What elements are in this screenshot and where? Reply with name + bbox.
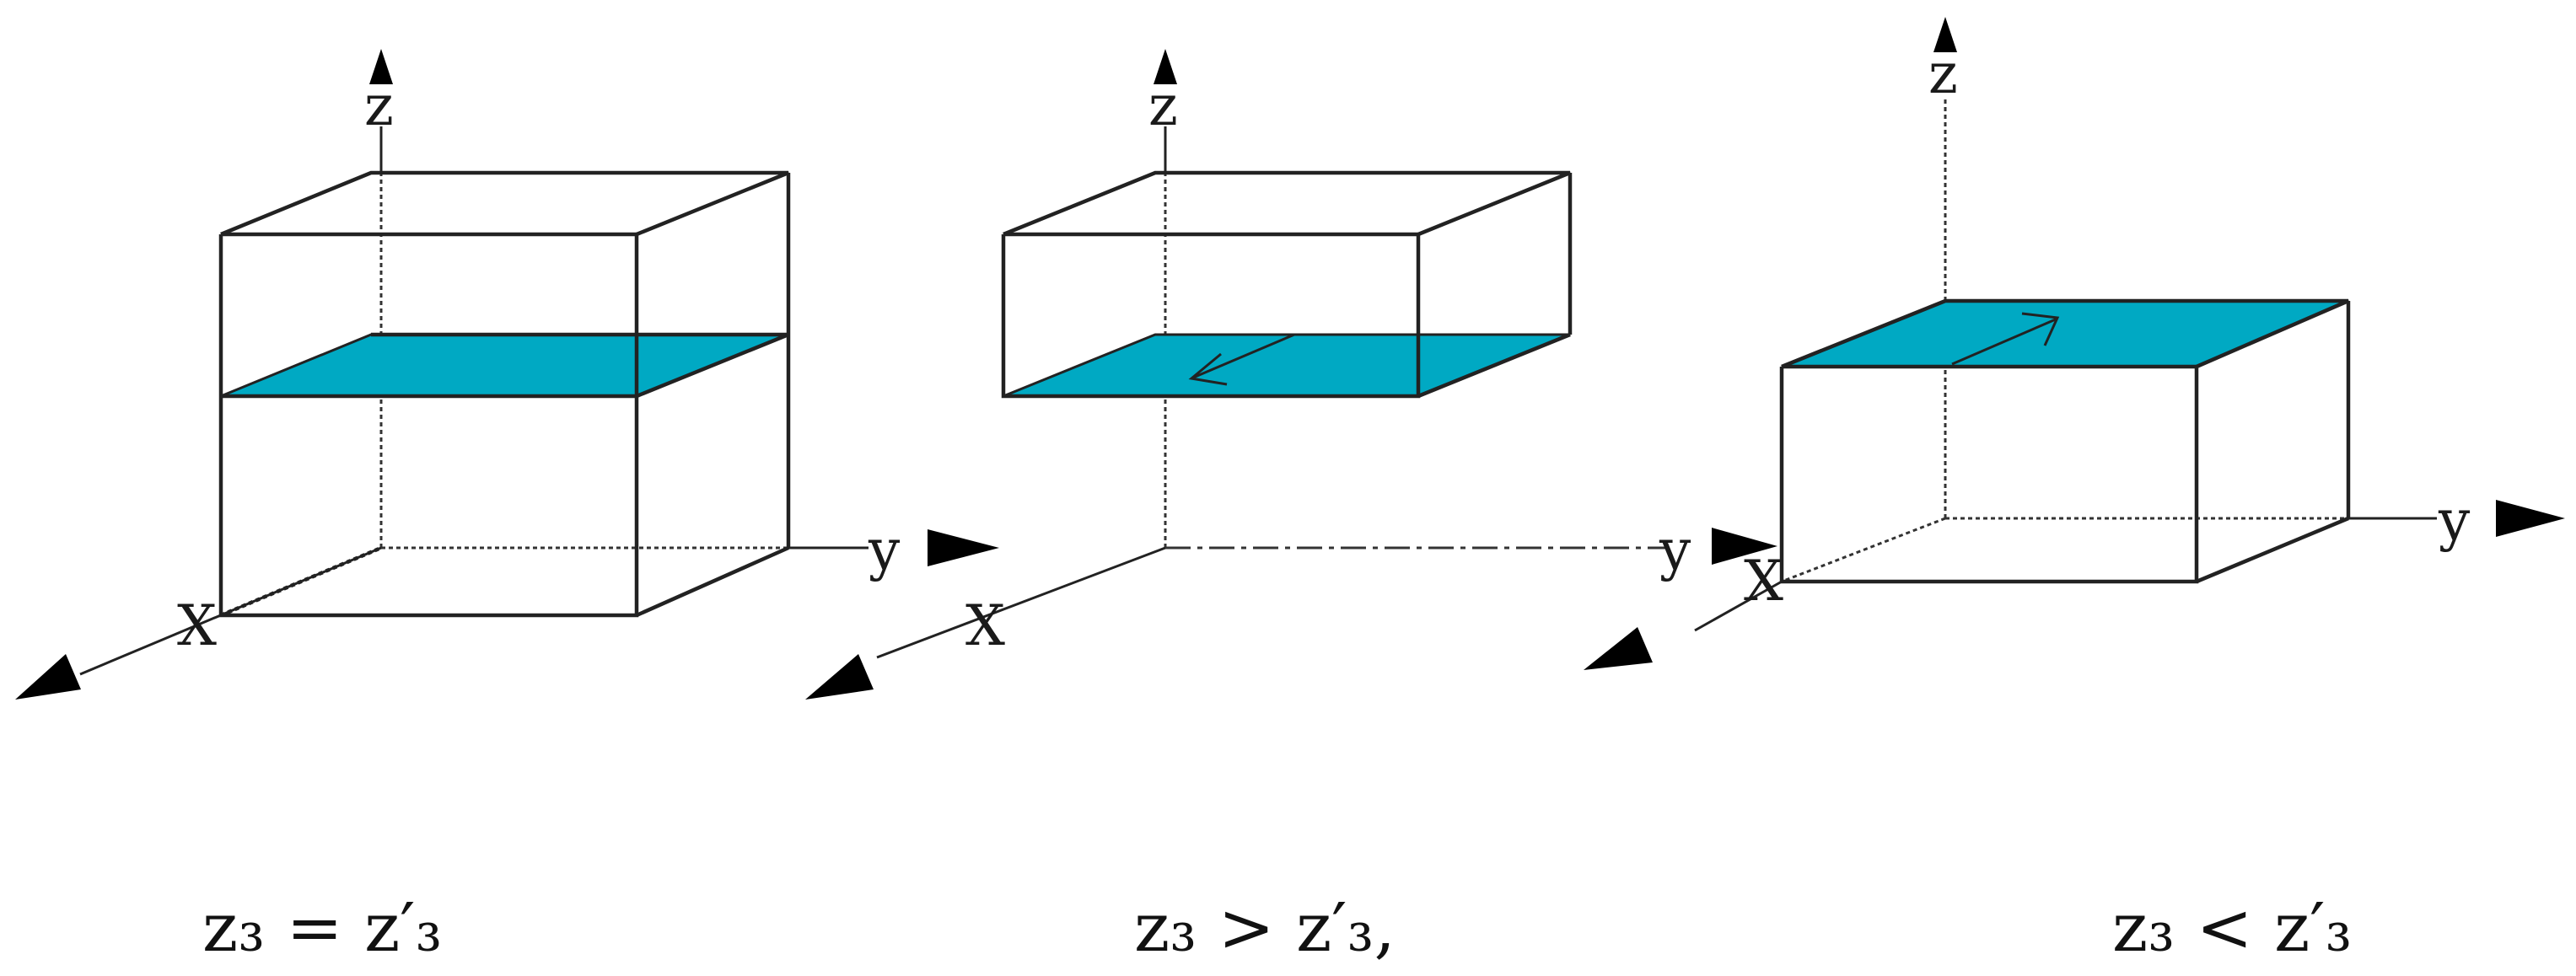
z-axis-label: z xyxy=(364,73,394,138)
z-arrow-head xyxy=(1154,49,1177,84)
y-arrow-head xyxy=(1712,528,1777,565)
y-axis-label: y xyxy=(868,517,901,582)
x-axis xyxy=(876,546,1166,659)
z-arrow-head xyxy=(1933,17,1957,52)
box xyxy=(1779,298,2351,584)
x-axis xyxy=(1694,580,1783,632)
cyan-plane xyxy=(1003,333,1571,398)
x-arrow-head xyxy=(805,654,874,700)
x-axis-label: X xyxy=(1744,549,1783,614)
x-arrow-head xyxy=(15,654,81,700)
direction-arrow xyxy=(1188,333,1295,386)
box xyxy=(1001,170,1573,399)
panel-less: z y X xyxy=(1584,17,2565,670)
y-arrow-head xyxy=(928,529,999,566)
panel-greater: z y X xyxy=(805,49,1777,700)
caption-equal: z₃ = z′₃ xyxy=(202,888,443,967)
caption-greater: z₃ > z′₃, xyxy=(1134,888,1396,967)
y-axis-label: y xyxy=(1659,517,1691,582)
y-arrow-head xyxy=(2496,500,2565,537)
x-axis-label: X xyxy=(965,593,1005,658)
y-axis-label: y xyxy=(2438,488,2471,553)
caption-less: z₃ < z′₃ xyxy=(2112,888,2353,967)
z-arrow-head xyxy=(369,49,393,84)
panel-equal: z y X xyxy=(15,49,999,700)
z-axis-label: z xyxy=(1148,73,1178,138)
direction-arrow xyxy=(1951,312,2060,366)
x-axis-label: X xyxy=(177,593,217,658)
cyan-plane xyxy=(220,333,789,398)
x-axis-hidden xyxy=(1781,517,1946,583)
cube xyxy=(218,170,791,618)
x-arrow-head xyxy=(1584,627,1653,670)
z-axis-label: z xyxy=(1928,41,1958,106)
